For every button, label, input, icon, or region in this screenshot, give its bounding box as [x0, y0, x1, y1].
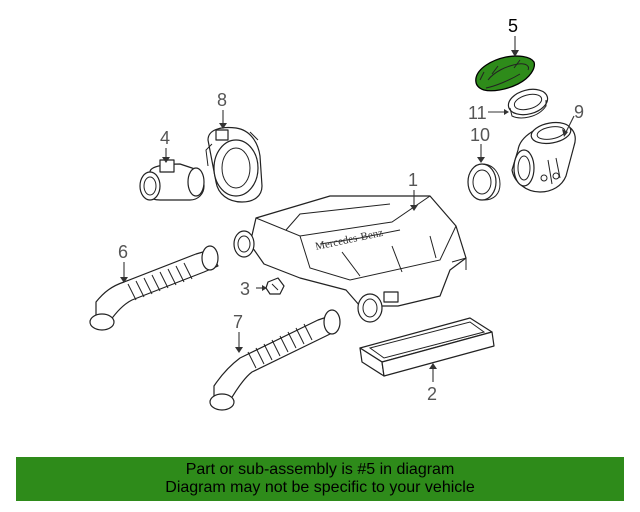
part-6-intake-hose[interactable]	[89, 245, 219, 331]
label-2[interactable]: 2	[427, 384, 437, 404]
leader-9	[565, 115, 575, 133]
label-4[interactable]: 4	[160, 128, 170, 148]
label-8[interactable]: 8	[217, 90, 227, 110]
label-3[interactable]: 3	[240, 279, 250, 299]
part-7-intake-hose[interactable]	[209, 309, 341, 411]
label-7[interactable]: 7	[233, 312, 243, 332]
label-9[interactable]: 9	[574, 102, 584, 122]
part-8-throttle-body[interactable]	[205, 126, 263, 203]
label-6[interactable]: 6	[118, 242, 128, 262]
label-5[interactable]: 5	[508, 16, 518, 36]
part-5-clamp-highlighted[interactable]	[475, 55, 536, 92]
arrow-5	[511, 50, 519, 57]
label-10[interactable]: 10	[470, 125, 490, 145]
part-11-ring[interactable]	[506, 85, 551, 119]
label-11[interactable]: 11	[468, 103, 487, 123]
banner-line-1: Part or sub-assembly is #5 in diagram	[185, 461, 455, 478]
info-banner: Part or sub-assembly is #5 in diagram Di…	[16, 457, 624, 501]
part-2-air-filter[interactable]	[359, 317, 495, 377]
part-1-air-cleaner-housing[interactable]: Mercedes-Benz	[233, 195, 467, 323]
parts-diagram: 5 11 9 10 8	[89, 16, 584, 411]
banner-line-2: Diagram may not be specific to your vehi…	[165, 479, 475, 496]
part-4-air-flow-sensor[interactable]	[139, 159, 205, 201]
label-1[interactable]: 1	[408, 170, 418, 190]
part-3-clip[interactable]	[265, 277, 285, 295]
part-10-coupling-ring[interactable]	[467, 163, 501, 201]
part-9-intake-housing[interactable]	[511, 120, 576, 193]
